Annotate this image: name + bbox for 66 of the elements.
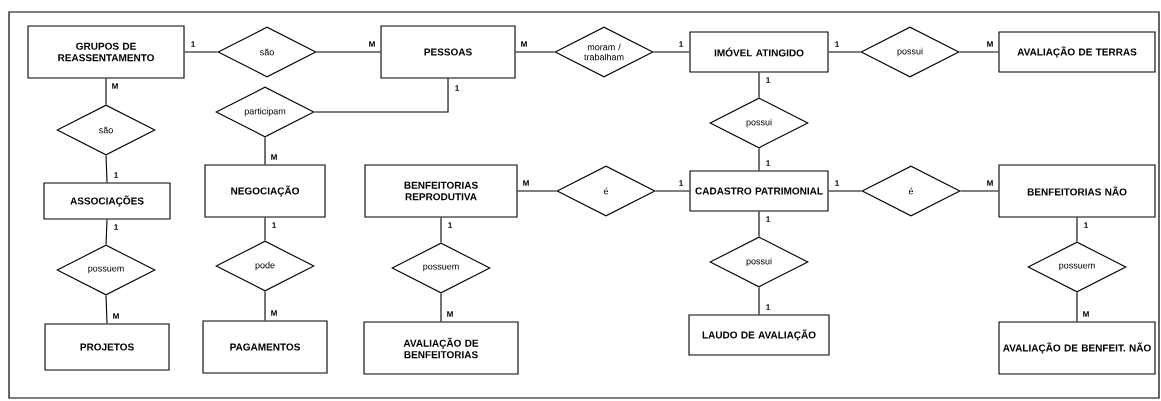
cardinality-label: 1 <box>272 222 276 228</box>
connector-line <box>959 51 999 53</box>
connector-line <box>655 190 690 192</box>
cardinality-label: M <box>523 180 529 186</box>
cardinality-label: 1 <box>448 222 452 228</box>
cardinality-label: M <box>1083 311 1089 317</box>
entity-box: BENFEITORIAS REPRODUTIVA <box>364 164 518 218</box>
cardinality-label: 1 <box>766 304 770 310</box>
connector-line <box>515 51 555 53</box>
connector-line <box>758 287 760 315</box>
connector-line <box>314 78 449 113</box>
cardinality-label: 1 <box>1084 222 1088 228</box>
cardinality-label: 1 <box>114 224 118 230</box>
connector-line <box>758 72 760 98</box>
entity-box: AVALIAÇÃO DE TERRAS <box>998 31 1156 73</box>
entity-box: CADASTRO PATRIMONIAL <box>689 170 829 212</box>
connector-line <box>264 291 266 321</box>
connector-line <box>1076 217 1078 242</box>
connector-line <box>105 155 108 183</box>
connector-line <box>1076 292 1078 322</box>
cardinality-label: M <box>112 83 118 89</box>
connector-line <box>316 51 381 53</box>
entity-box: IMÓVEL ATINGIDO <box>689 31 829 73</box>
connector-line <box>105 219 108 245</box>
cardinality-label: M <box>271 310 277 316</box>
cardinality-label: M <box>987 41 993 47</box>
entity-box: LAUDO DE AVALIAÇÃO <box>688 314 830 356</box>
connector-line <box>517 190 557 192</box>
connector-line <box>184 51 218 53</box>
cardinality-label: M <box>369 41 375 47</box>
entity-box: AVALIAÇÃO DE BENFEIT. NÃO <box>998 321 1156 375</box>
cardinality-label: M <box>521 41 527 47</box>
connector-line <box>960 190 999 192</box>
connector-line <box>440 293 442 322</box>
cardinality-label: 1 <box>191 41 195 47</box>
cardinality-label: M <box>447 311 453 317</box>
cardinality-label: M <box>113 313 119 319</box>
cardinality-label: 1 <box>835 180 839 186</box>
cardinality-label: 1 <box>835 41 839 47</box>
cardinality-label: 1 <box>114 172 118 178</box>
connector-line <box>440 217 442 243</box>
entity-box: PESSOAS <box>380 25 516 79</box>
cardinality-label: 1 <box>455 85 459 91</box>
cardinality-label: 1 <box>766 216 770 222</box>
connector-line <box>264 137 266 165</box>
connector-line <box>264 217 266 241</box>
entity-box: AVALIAÇÃO DE BENFEITORIAS <box>363 321 519 375</box>
cardinality-label: 1 <box>766 77 770 83</box>
entity-box: BENFEITORIAS NÃO <box>998 164 1156 218</box>
entity-box: PAGAMENTOS <box>202 320 328 374</box>
cardinality-label: M <box>271 154 277 160</box>
connector-line <box>758 148 760 171</box>
cardinality-label: 1 <box>679 180 683 186</box>
connector-line <box>105 295 108 324</box>
connector-line <box>828 51 861 53</box>
cardinality-label: 1 <box>679 41 683 47</box>
cardinality-label: 1 <box>766 160 770 166</box>
entity-box: PROJETOS <box>44 323 170 371</box>
connector-line <box>828 190 862 192</box>
connector-line <box>105 78 107 105</box>
connector-line <box>653 51 690 53</box>
cardinality-label: M <box>987 180 993 186</box>
connector-line <box>758 211 760 237</box>
entity-box: GRUPOS DE REASSENTAMENTO <box>27 25 185 79</box>
entity-box: NEGOCIAÇÃO <box>204 164 326 218</box>
entity-box: ASSOCIAÇÕES <box>43 182 171 220</box>
